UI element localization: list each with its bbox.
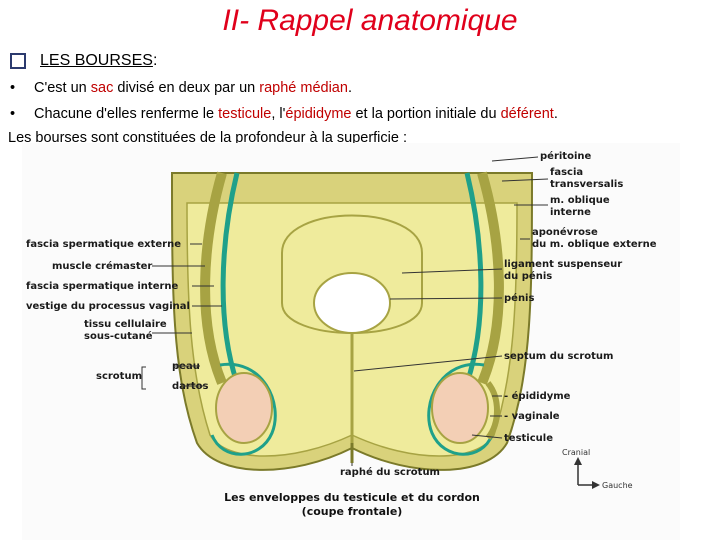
bullet-line-1: • C'est un sac divisé en deux par un raph… (10, 80, 352, 96)
scrotum-coronal-section-diagram: fascia spermatique externe muscle crémas… (26, 150, 657, 518)
bullet-marker: • (10, 106, 16, 122)
label-vestige-processus-vaginal: vestige du processus vaginal (26, 301, 190, 312)
term-deferent: déférent (500, 106, 554, 122)
label-vaginale: - vaginale (504, 411, 560, 422)
right-testis (431, 372, 489, 444)
label-testicule: testicule (504, 433, 553, 444)
label-interne: interne (550, 207, 591, 218)
intro-text: Les bourses sont constituées de la profo… (8, 130, 407, 146)
left-testis (215, 372, 273, 444)
label-muscle-cremaster: muscle crémaster (52, 260, 152, 272)
label-sous-cutane: sous-cutané (84, 330, 153, 342)
left-labels: fascia spermatique externe muscle crémas… (26, 239, 222, 392)
right-labels: péritoine fascia transversalis m. obliqu… (340, 150, 657, 478)
label-peritoine: péritoine (540, 150, 591, 162)
label-penis: pénis (504, 292, 534, 304)
term-sac: sac (90, 80, 114, 96)
section-heading: LES BOURSES : (10, 52, 157, 70)
figure-caption-line-2: (coupe frontale) (302, 505, 403, 518)
label-transversalis: transversalis (550, 179, 623, 190)
orientation-compass: Cranial Gauche (562, 448, 633, 490)
bullet-marker: • (10, 80, 16, 96)
label-ligament-suspenseur: ligament suspenseur (504, 259, 622, 270)
label-m-oblique: m. oblique (550, 195, 610, 206)
label-tissu-cellulaire: tissu cellulaire (84, 319, 167, 330)
compass-cranial-label: Cranial (562, 448, 590, 457)
compass-gauche-label: Gauche (602, 481, 633, 490)
bullet-line-2: • Chacune d'elles renferme le testicule, … (10, 106, 558, 122)
label-septum-du-scrotum: septum du scrotum (504, 351, 613, 362)
label-epididyme: - épididyme (504, 390, 571, 402)
text-run: Chacune d'elles renferme le (34, 106, 219, 122)
label-scrotum: scrotum (96, 371, 142, 382)
label-aponevrose: aponévrose (532, 226, 598, 238)
term-testicule: testicule (218, 106, 272, 122)
checkbox-bullet-icon (10, 53, 26, 69)
label-raphe-du-scrotum: raphé du scrotum (340, 466, 440, 478)
right-vaginal-tunic (427, 362, 494, 456)
anatomy-figure: fascia spermatique externe muscle crémas… (22, 143, 680, 540)
label-fascia-spermatique-interne: fascia spermatique interne (26, 281, 179, 292)
label-du-m-oblique-externe: du m. oblique externe (532, 239, 657, 250)
figure-caption-line-1: Les enveloppes du testicule et du cordon (224, 491, 480, 504)
text-run: . (553, 106, 558, 122)
left-cord-layer-outer (200, 171, 227, 385)
right-cord-layer-green (464, 172, 484, 384)
right-cord-layer-outer (477, 171, 504, 385)
text-run: et la portion initiale du (351, 106, 501, 122)
text-run: , l' (271, 106, 286, 122)
label-du-penis: du pénis (504, 270, 552, 282)
text-run: divisé en deux par un (113, 80, 260, 96)
heading-label: LES BOURSES (40, 52, 153, 69)
label-fascia: fascia (550, 167, 583, 178)
heading-colon: : (152, 52, 158, 69)
term-raphe-median: raphé médian (259, 80, 348, 96)
penis-section (313, 272, 391, 334)
text-run: C'est un (34, 80, 91, 96)
slide-title: II- Rappel anatomique (222, 4, 518, 37)
left-vaginal-tunic (210, 362, 277, 456)
text-run: . (347, 80, 352, 96)
left-cord-layer-green (220, 172, 240, 384)
term-epididyme: épididyme (285, 106, 352, 122)
label-fascia-spermatique-externe: fascia spermatique externe (26, 239, 181, 250)
right-epididymis (485, 381, 500, 440)
